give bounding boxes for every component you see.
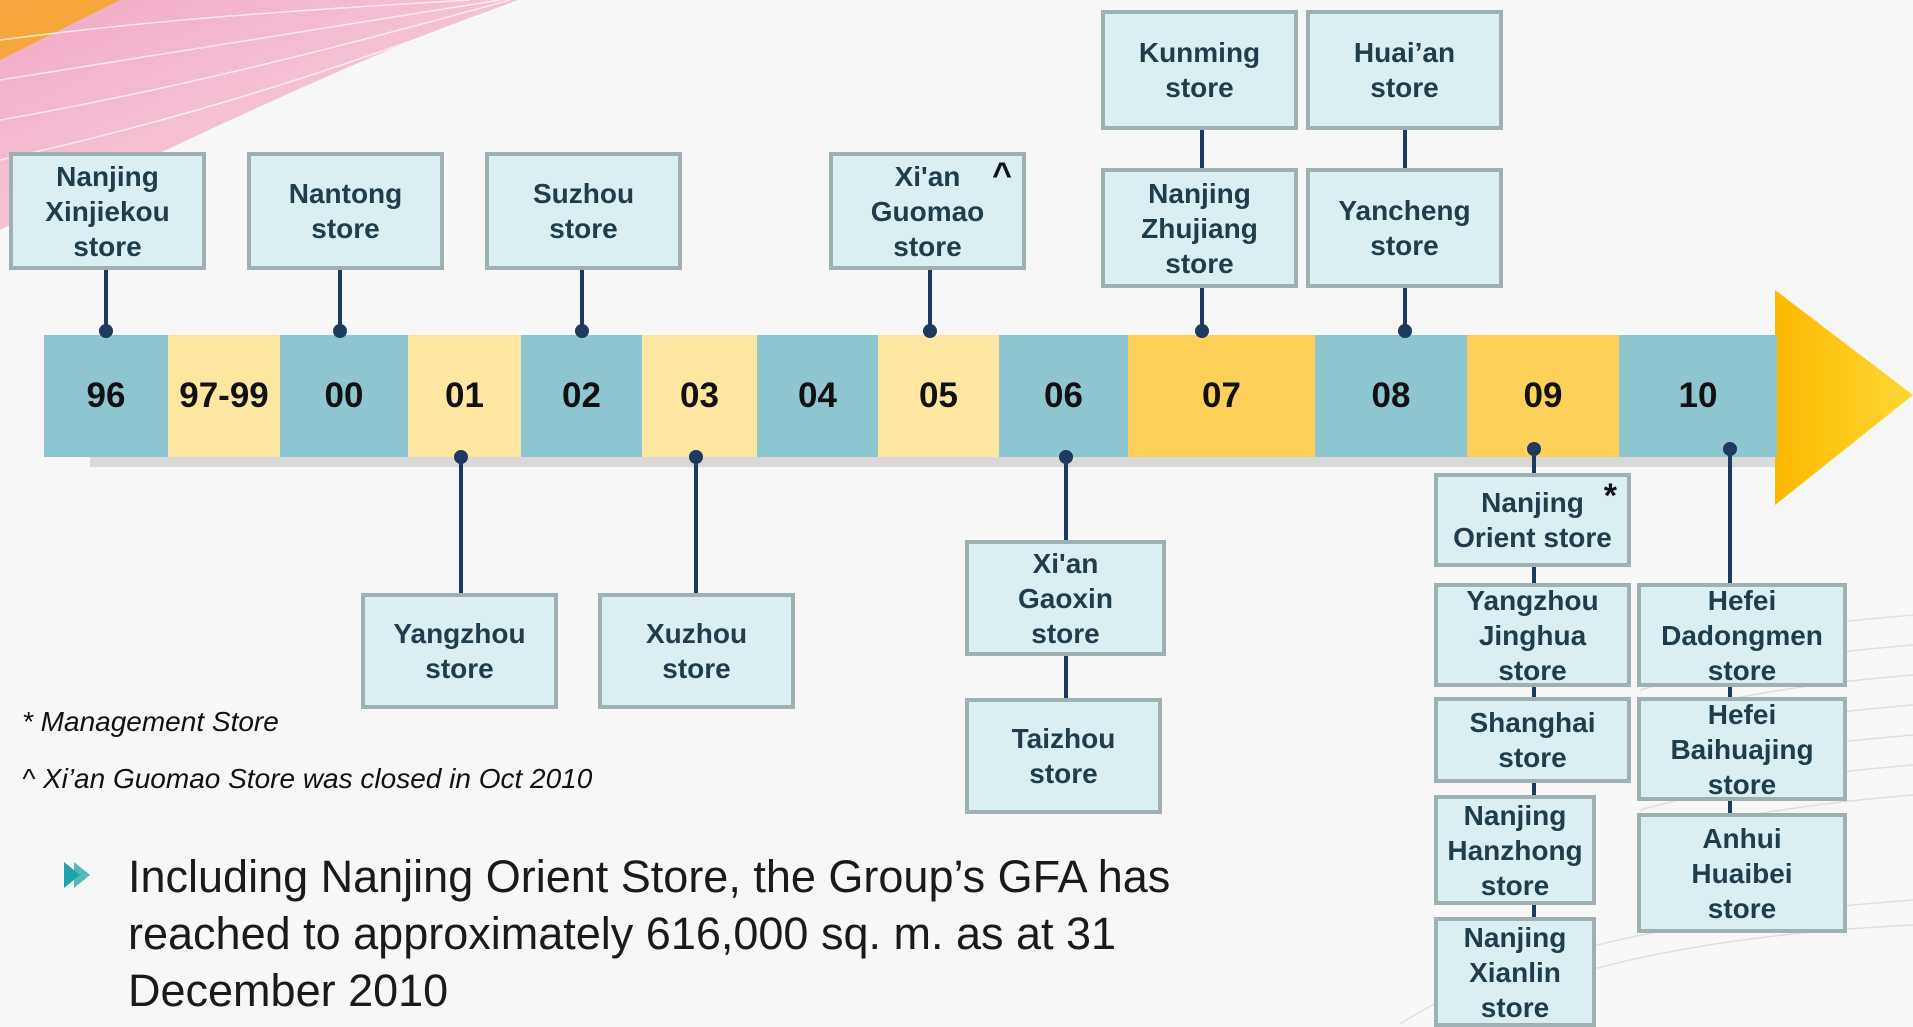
year-label: 06: [1044, 376, 1083, 415]
store-label: Hefei Baihuajing store: [1670, 698, 1814, 800]
year-label: 00: [324, 376, 364, 415]
year-segment-06: 06: [999, 335, 1128, 457]
year-label: 08: [1371, 376, 1411, 415]
store-box-nantong: Nantong store: [247, 152, 444, 270]
year-segment-02: 02: [521, 335, 642, 457]
store-box-suzhou: Suzhou store: [485, 152, 682, 270]
store-label: Nanjing Orient store: [1453, 487, 1612, 553]
bullet-point: Including Nanjing Orient Store, the Grou…: [62, 848, 1328, 1019]
store-label: Taizhou store: [1011, 723, 1116, 789]
year-label: 10: [1678, 376, 1718, 415]
year-label: 96: [86, 376, 126, 415]
store-label: Nanjing Xianlin store: [1463, 921, 1567, 1023]
store-box-hefei-baihuajing: Hefei Baihuajing store: [1637, 697, 1847, 801]
year-label: 97-99: [179, 376, 269, 415]
year-segment-07: 07: [1128, 335, 1315, 457]
store-label: Shanghai store: [1469, 707, 1596, 773]
store-box-nanjing-xianlin: Nanjing Xianlin store: [1434, 917, 1596, 1027]
store-box-nanjing-hanzhong: Nanjing Hanzhong store: [1434, 795, 1596, 905]
management-marker: *: [1603, 477, 1617, 515]
year-segment-97-99: 97-99: [168, 335, 280, 457]
store-box-xian-guomao: Xi'an Guomao store ^: [829, 152, 1026, 270]
store-label: Xi'an Gaoxin store: [1018, 547, 1113, 649]
store-label: Huai’an store: [1353, 37, 1456, 103]
store-label: Hefei Dadongmen store: [1661, 584, 1823, 686]
store-box-yangzhou: Yangzhou store: [361, 593, 558, 709]
store-label: Nanjing Xinjiekou store: [45, 160, 170, 262]
year-label: 02: [562, 376, 601, 415]
footnote-management: * Management Store: [22, 706, 279, 737]
year-segment-03: 03: [642, 335, 757, 457]
store-label: Yangzhou store: [393, 618, 526, 684]
year-label: 03: [680, 376, 719, 415]
year-label: 05: [919, 376, 958, 415]
year-segment-05: 05: [878, 335, 999, 457]
store-label: Yangzhou Jinghua store: [1466, 584, 1599, 686]
store-label: Yancheng store: [1338, 195, 1471, 261]
store-label: Nantong store: [288, 178, 403, 244]
year-segment-00: 00: [280, 335, 408, 457]
store-label: Xuzhou store: [645, 618, 748, 684]
year-label: 09: [1523, 376, 1563, 415]
year-segment-10: 10: [1619, 335, 1777, 457]
store-box-shanghai: Shanghai store: [1434, 697, 1631, 783]
store-box-hefei-dadongmen: Hefei Dadongmen store: [1637, 583, 1847, 687]
closed-marker: ^: [992, 156, 1012, 194]
year-label: 01: [445, 376, 484, 415]
store-label: Anhui Huaibei store: [1691, 822, 1793, 924]
year-segment-09: 09: [1467, 335, 1619, 457]
year-label: 04: [798, 376, 837, 415]
year-segment-08: 08: [1315, 335, 1467, 457]
store-box-kunming: Kunming store: [1101, 10, 1298, 130]
store-box-nanjing-orient: Nanjing Orient store *: [1434, 473, 1631, 567]
store-label: Xi'an Guomao store: [870, 160, 985, 262]
bullet-arrow-icon: [64, 862, 90, 888]
year-segment-01: 01: [408, 335, 521, 457]
store-box-anhui-huaibei: Anhui Huaibei store: [1637, 813, 1847, 933]
store-label: Suzhou store: [532, 178, 635, 244]
store-box-yancheng: Yancheng store: [1306, 168, 1503, 288]
footnote-closed: ^ Xi’an Guomao Store was closed in Oct 2…: [22, 763, 593, 794]
store-label: Kunming store: [1138, 37, 1261, 103]
bullet-text: Including Nanjing Orient Store, the Grou…: [128, 851, 1171, 1016]
store-label: Nanjing Zhujiang store: [1141, 177, 1258, 279]
store-box-xian-gaoxin: Xi'an Gaoxin store: [965, 540, 1166, 656]
store-label: Nanjing Hanzhong store: [1447, 799, 1583, 901]
year-label: 07: [1202, 376, 1241, 415]
store-box-nanjing-xinjiekou: Nanjing Xinjiekou store: [9, 152, 206, 270]
year-segment-96: 96: [44, 335, 168, 457]
store-box-huaian: Huai’an store: [1306, 10, 1503, 130]
store-box-yangzhou-jinghua: Yangzhou Jinghua store: [1434, 583, 1631, 687]
store-box-taizhou: Taizhou store: [965, 698, 1162, 814]
year-segment-04: 04: [757, 335, 878, 457]
store-box-nanjing-zhujiang: Nanjing Zhujiang store: [1101, 168, 1298, 288]
store-box-xuzhou: Xuzhou store: [598, 593, 795, 709]
timeline-arrowhead: [1775, 290, 1913, 505]
